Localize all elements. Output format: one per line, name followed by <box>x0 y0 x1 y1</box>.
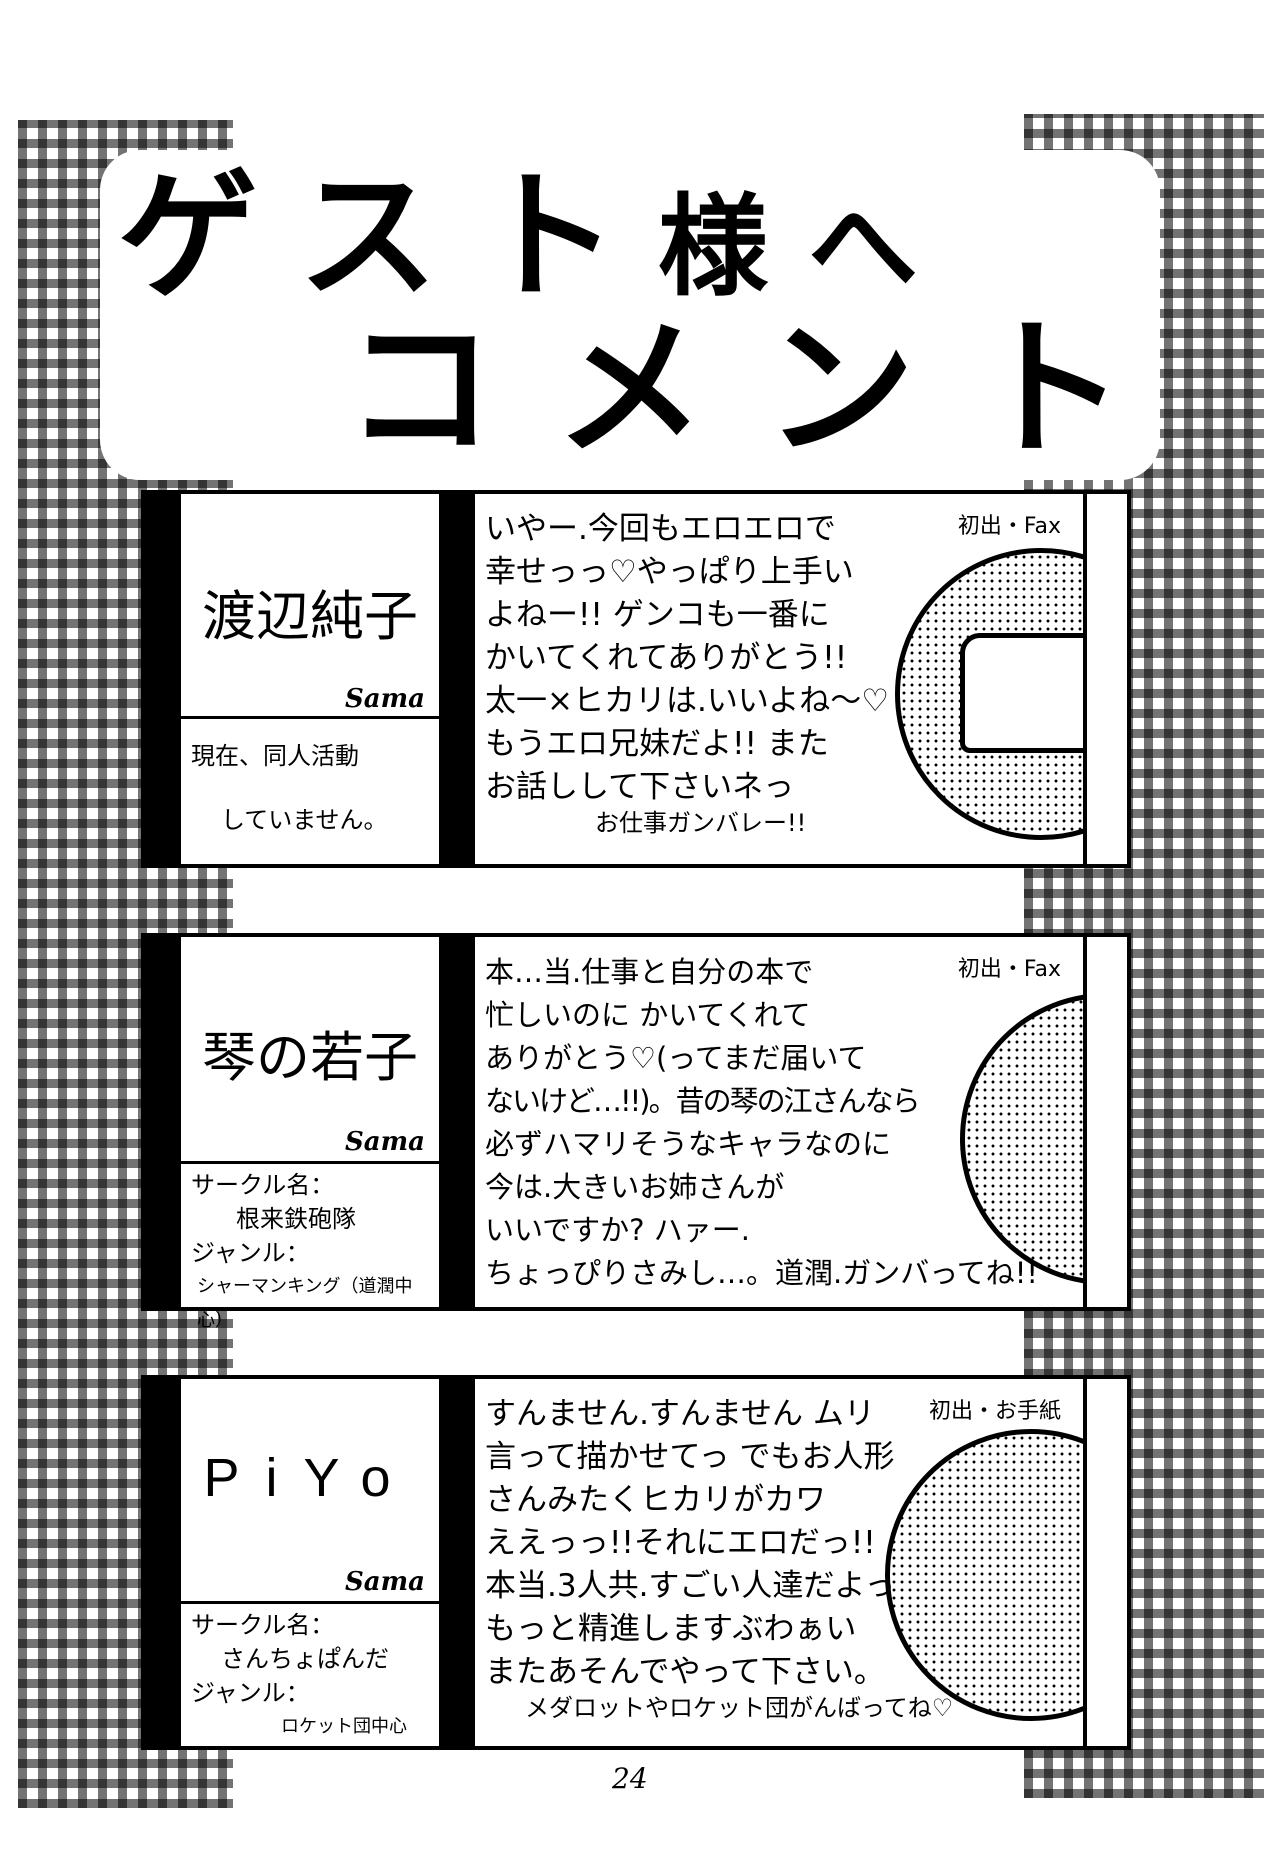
page-title-line2: コメント <box>345 303 1186 477</box>
source-note: 初出・Fax <box>957 514 1061 539</box>
info-line: ロケット団中心 <box>281 1716 407 1737</box>
guest-name-panel: 渡辺純子 Sama 現在、同人活動 していません。 <box>181 494 443 864</box>
comment-line: よねー!! ゲンコも一番に <box>485 597 830 633</box>
title-small: 様へ <box>658 183 959 311</box>
guest-name: 琴の若子 <box>202 1026 418 1089</box>
black-bar <box>145 494 181 864</box>
info-line: ジャンル： <box>191 1239 310 1267</box>
comment-text: すんません.すんません ムリ 言って描かせてっ でもお人形 さんみたくヒカリがカ… <box>485 1393 953 1722</box>
comment-line: 本当.3人共.すごい人達だよっ <box>485 1568 896 1604</box>
source-note: 初出・お手紙 <box>928 1399 1061 1424</box>
guest-info: サークル名： さんちょぱんだ ジャンル： ロケット団中心 <box>181 1601 439 1746</box>
comment-panel: 本…当.仕事と自分の本で 忙しいのに かいてくれて ありがとう♡(ってまだ届いて… <box>475 937 1087 1307</box>
guest-name: 渡辺純子 <box>202 585 418 648</box>
comment-text: 本…当.仕事と自分の本で 忙しいのに かいてくれて ありがとう♡(ってまだ届いて… <box>485 951 1038 1295</box>
comment-line: いやー.今回もエロエロで <box>485 511 836 547</box>
comment-line: かいてくれてありがとう!! <box>485 640 848 676</box>
honorific: Sama <box>345 1567 425 1597</box>
honorific: Sama <box>345 1127 425 1157</box>
comment-line: 幸せっっ♡やっぱり上手い <box>485 554 854 590</box>
info-line: さんちょぱんだ <box>221 1645 389 1673</box>
sketch-shape <box>960 633 1083 753</box>
comment-line: もうエロ兄妹だよ!! また <box>485 726 829 762</box>
comment-line: すんません.すんません ムリ <box>485 1396 875 1432</box>
signoff: メダロットやロケット団がんばってね♡ <box>525 1694 954 1722</box>
black-bar <box>145 937 181 1307</box>
comment-line: ちょっぴりさみし…。道潤.ガンバってね!! <box>485 1256 1039 1290</box>
title-main: ゲスト <box>118 156 659 319</box>
info-line: していません。 <box>221 806 388 834</box>
pig-sketch-illustration <box>895 548 1083 840</box>
comment-line: 本…当.仕事と自分の本で <box>485 955 814 989</box>
comment-line: 言って描かせてっ でもお人形 <box>485 1439 895 1475</box>
info-line: 現在、同人活動 <box>191 742 359 770</box>
guest-comment-box: PiYo Sama サークル名： さんちょぱんだ ジャンル： ロケット団中心 す… <box>141 1375 1131 1750</box>
source-note: 初出・Fax <box>957 957 1061 982</box>
info-line: シャーマンキング（道潤中心） <box>197 1276 413 1331</box>
comment-panel: いやー.今回もエロエロで 幸せっっ♡やっぱり上手い よねー!! ゲンコも一番に … <box>475 494 1087 864</box>
title-background <box>100 150 1160 480</box>
page-title-line1: ゲスト様へ <box>118 168 958 308</box>
guest-name-panel: PiYo Sama サークル名： さんちょぱんだ ジャンル： ロケット団中心 <box>181 1379 443 1746</box>
guest-info: 現在、同人活動 していません。 <box>181 716 439 864</box>
comment-line: もっと精進しますぶわぁい <box>485 1611 857 1647</box>
comment-line: いいですか? ハァー. <box>485 1213 750 1247</box>
comment-line: ないけど…!!)。昔の琴の江さんなら <box>485 1084 921 1118</box>
black-bar <box>145 1379 181 1746</box>
guest-name-panel: 琴の若子 Sama サークル名： 根来鉄砲隊 ジャンル： シャーマンキング（道潤… <box>181 937 443 1331</box>
black-bar <box>439 937 475 1307</box>
comment-line: またあそんでやって下さい。 <box>485 1654 885 1690</box>
comment-line: 忙しいのに かいてくれて <box>485 998 811 1032</box>
comment-text: いやー.今回もエロエロで 幸せっっ♡やっぱり上手い よねー!! ゲンコも一番に … <box>485 508 889 837</box>
signoff: お仕事ガンバレー!! <box>595 809 807 837</box>
guest-comment-box: 琴の若子 Sama サークル名： 根来鉄砲隊 ジャンル： シャーマンキング（道潤… <box>141 933 1131 1331</box>
comment-panel: すんません.すんません ムリ 言って描かせてっ でもお人形 さんみたくヒカリがカ… <box>475 1379 1087 1746</box>
comment-line: 太一×ヒカリは.いいよね〜♡ <box>485 683 889 719</box>
comment-line: お話しして下さいネっ <box>485 769 795 805</box>
black-bar <box>439 1379 475 1746</box>
guest-name: PiYo <box>203 1448 417 1508</box>
comment-line: さんみたくヒカリがカワ <box>485 1482 826 1518</box>
info-line: サークル名： <box>191 1611 335 1639</box>
info-line: サークル名： <box>191 1171 335 1199</box>
comment-line: 必ずハマリそうなキャラなのに <box>485 1127 892 1161</box>
guest-comment-box: 渡辺純子 Sama 現在、同人活動 していません。 いやー.今回もエロエロで 幸… <box>141 490 1131 868</box>
comment-line: ありがとう♡(ってまだ届いて <box>485 1041 867 1075</box>
black-bar <box>439 494 475 864</box>
page-number: 24 <box>612 1762 648 1795</box>
info-line: 根来鉄砲隊 <box>236 1205 356 1233</box>
honorific: Sama <box>345 684 425 714</box>
comment-line: 今は.大きいお姉さんが <box>485 1170 785 1204</box>
info-line: ジャンル： <box>191 1679 310 1707</box>
guest-info: サークル名： 根来鉄砲隊 ジャンル： シャーマンキング（道潤中心） <box>181 1161 439 1331</box>
comment-line: ええっっ!!それにエロだっ!! <box>485 1525 876 1561</box>
